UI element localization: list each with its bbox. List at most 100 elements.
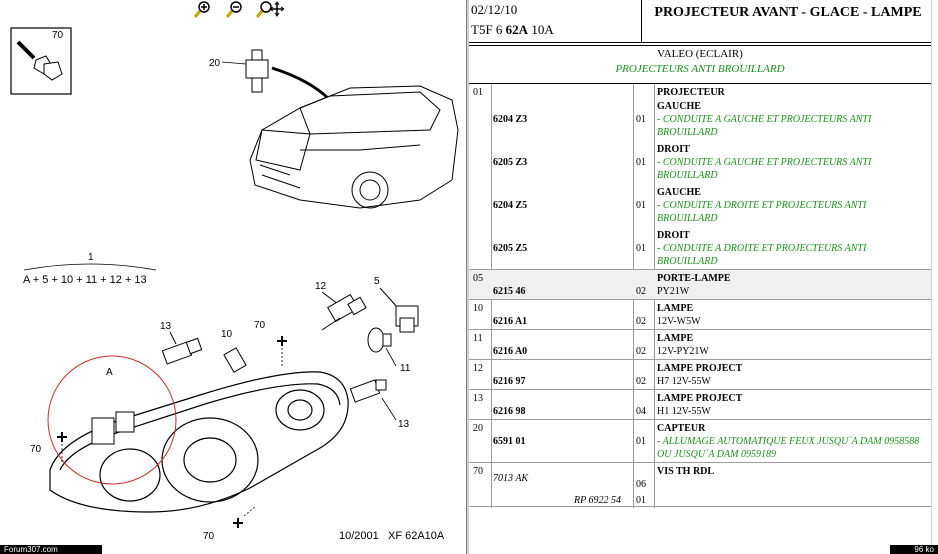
row-quantity: 02 xyxy=(636,346,646,357)
scrollbar[interactable] xyxy=(931,0,938,545)
row-detail: - CONDUITE A DROITE ET PROJECTEURS ANTI … xyxy=(657,200,867,224)
table-row[interactable]: 12 6216 97 02 LAMPE PROJECT H7 12V-55W xyxy=(469,360,931,390)
row-description: LAMPE PROJECT H7 12V-55W xyxy=(657,362,927,388)
row-reference: 6216 A1 xyxy=(493,316,528,327)
assembly-formula: A + 5 + 10 + 11 + 12 + 13 xyxy=(23,274,147,286)
row-quantity: 01 xyxy=(636,157,646,168)
row-number: 11 xyxy=(473,333,483,344)
row-detail: 12V-PY21W xyxy=(657,346,709,357)
callout-10: 10 xyxy=(221,329,233,340)
py21w-bulb-icon xyxy=(367,327,392,353)
callout-1: 1 xyxy=(88,252,94,263)
row-description: GAUCHE - CONDUITE A GAUCHE ET PROJECTEURS… xyxy=(657,100,927,139)
row-name: LAMPE PROJECT xyxy=(657,363,743,374)
row-reference: 6205 Z5 xyxy=(493,243,528,254)
row-quantity: 01 xyxy=(636,114,646,125)
table-row[interactable]: 6204 Z5 01 GAUCHE - CONDUITE A DROITE ET PR… xyxy=(469,184,931,227)
row-name: DROIT xyxy=(657,230,690,241)
row-description: GAUCHE - CONDUITE A DROITE ET PROJECTEURS… xyxy=(657,186,927,225)
header-code: T5F 6 62A 10A xyxy=(471,22,554,37)
row-detail: 12V-W5W xyxy=(657,316,701,327)
row-reference: 6216 A0 xyxy=(493,346,528,357)
callout-11: 11 xyxy=(400,363,411,374)
rp-qty: 01 xyxy=(636,495,646,506)
row-reference: 6216 98 xyxy=(493,406,526,417)
row-name: GAUCHE xyxy=(657,187,701,198)
callout-70-left: 70 xyxy=(30,444,42,455)
row-quantity: 02 xyxy=(636,316,646,327)
row-detail: PY21W xyxy=(657,286,690,297)
row-name: LAMPE xyxy=(657,303,694,314)
zoom-pan-icon[interactable] xyxy=(256,1,284,18)
headlamp-illustration xyxy=(49,371,349,513)
zoom-in-icon[interactable] xyxy=(194,1,212,18)
callout-5: 5 xyxy=(374,276,380,287)
diagram-pane: 70 20 1 12 xyxy=(0,0,466,554)
row-description: VIS TH RDL xyxy=(657,465,927,478)
row-detail: H7 12V-55W xyxy=(657,376,711,387)
connector-icon xyxy=(91,411,135,445)
row-detail: - CONDUITE A DROITE ET PROJECTEURS ANTI … xyxy=(657,243,867,267)
table-row[interactable]: 01 PROJECTEUR xyxy=(469,84,931,98)
sensor-icon xyxy=(245,49,269,93)
row-quantity: 02 xyxy=(636,286,646,297)
h7-bulb-icon xyxy=(321,291,367,331)
h1-bulb-icon-left xyxy=(161,331,203,365)
row-detail: - CONDUITE A GAUCHE ET PROJECTEURS ANTI … xyxy=(657,157,872,181)
row-number: 13 xyxy=(473,393,483,404)
left-status-bar: Forum307.com xyxy=(0,545,102,554)
callout-70-top: 70 xyxy=(52,30,64,41)
row-name: VIS TH RDL xyxy=(657,466,715,477)
w5w-bulb-icon xyxy=(223,347,247,373)
callout-70-bottom: 70 xyxy=(203,531,215,542)
row-name: LAMPE xyxy=(657,333,694,344)
screw-icon xyxy=(16,40,63,81)
zoom-out-icon[interactable] xyxy=(226,1,244,18)
h1-bulb-icon-right xyxy=(349,379,387,403)
table-row[interactable]: 11 6216 A0 02 LAMPE 12V-PY21W xyxy=(469,330,931,360)
lamp-holder-icon xyxy=(379,287,419,333)
category-label: PROJECTEURS ANTI BROUILLARD xyxy=(615,63,785,75)
row-description: CAPTEUR- ALLUMAGE AUTOMATIQUE FEUX JUSQU… xyxy=(657,422,927,461)
row-quantity: 04 xyxy=(636,406,646,417)
row-description: DROIT- CONDUITE A GAUCHE ET PROJECTEURS … xyxy=(657,143,927,182)
row-name: LAMPE PROJECT xyxy=(657,393,743,404)
page-title: PROJECTEUR AVANT - GLACE - LAMPE xyxy=(654,5,922,20)
row-quantity: 02 xyxy=(636,376,646,387)
row-name: GAUCHE xyxy=(657,101,701,112)
right-status-bar: 96 ko xyxy=(890,545,938,554)
rp-note: RP 6922 54 xyxy=(574,495,622,506)
row-number: 12 xyxy=(473,363,483,374)
callout-A: A xyxy=(106,367,113,378)
row-name: PROJECTEUR xyxy=(657,87,725,98)
callout-70-mid: 70 xyxy=(254,320,266,331)
row-reference: 6215 46 xyxy=(493,286,526,297)
row-number: 70 xyxy=(473,466,483,477)
row-number: 01 xyxy=(473,87,483,98)
row-detail: - ALLUMAGE AUTOMATIQUE FEUX JUSQU`A DAM … xyxy=(657,436,920,460)
diagram-date: 10/2001 xyxy=(339,530,379,542)
highlight-circle xyxy=(47,355,177,485)
row-detail: - CONDUITE A GAUCHE ET PROJECTEURS ANTI … xyxy=(657,114,872,138)
row-reference: 6204 Z5 xyxy=(493,200,528,211)
row-description: PROJECTEUR xyxy=(657,86,927,99)
row-reference: 6591 01 xyxy=(493,436,526,447)
table-row[interactable]: 13 6216 98 04 LAMPE PROJECT H1 12V-55W xyxy=(469,390,931,420)
row-number: 05 xyxy=(473,273,483,284)
row-description: LAMPE 12V-PY21W xyxy=(657,332,927,358)
diagram-code: XF 62A10A xyxy=(388,530,445,542)
row-detail: H1 12V-55W xyxy=(657,406,711,417)
row-quantity: 01 xyxy=(636,200,646,211)
pane-splitter[interactable] xyxy=(466,0,469,554)
row-reference: 6216 97 xyxy=(493,376,526,387)
car-illustration xyxy=(249,85,459,209)
